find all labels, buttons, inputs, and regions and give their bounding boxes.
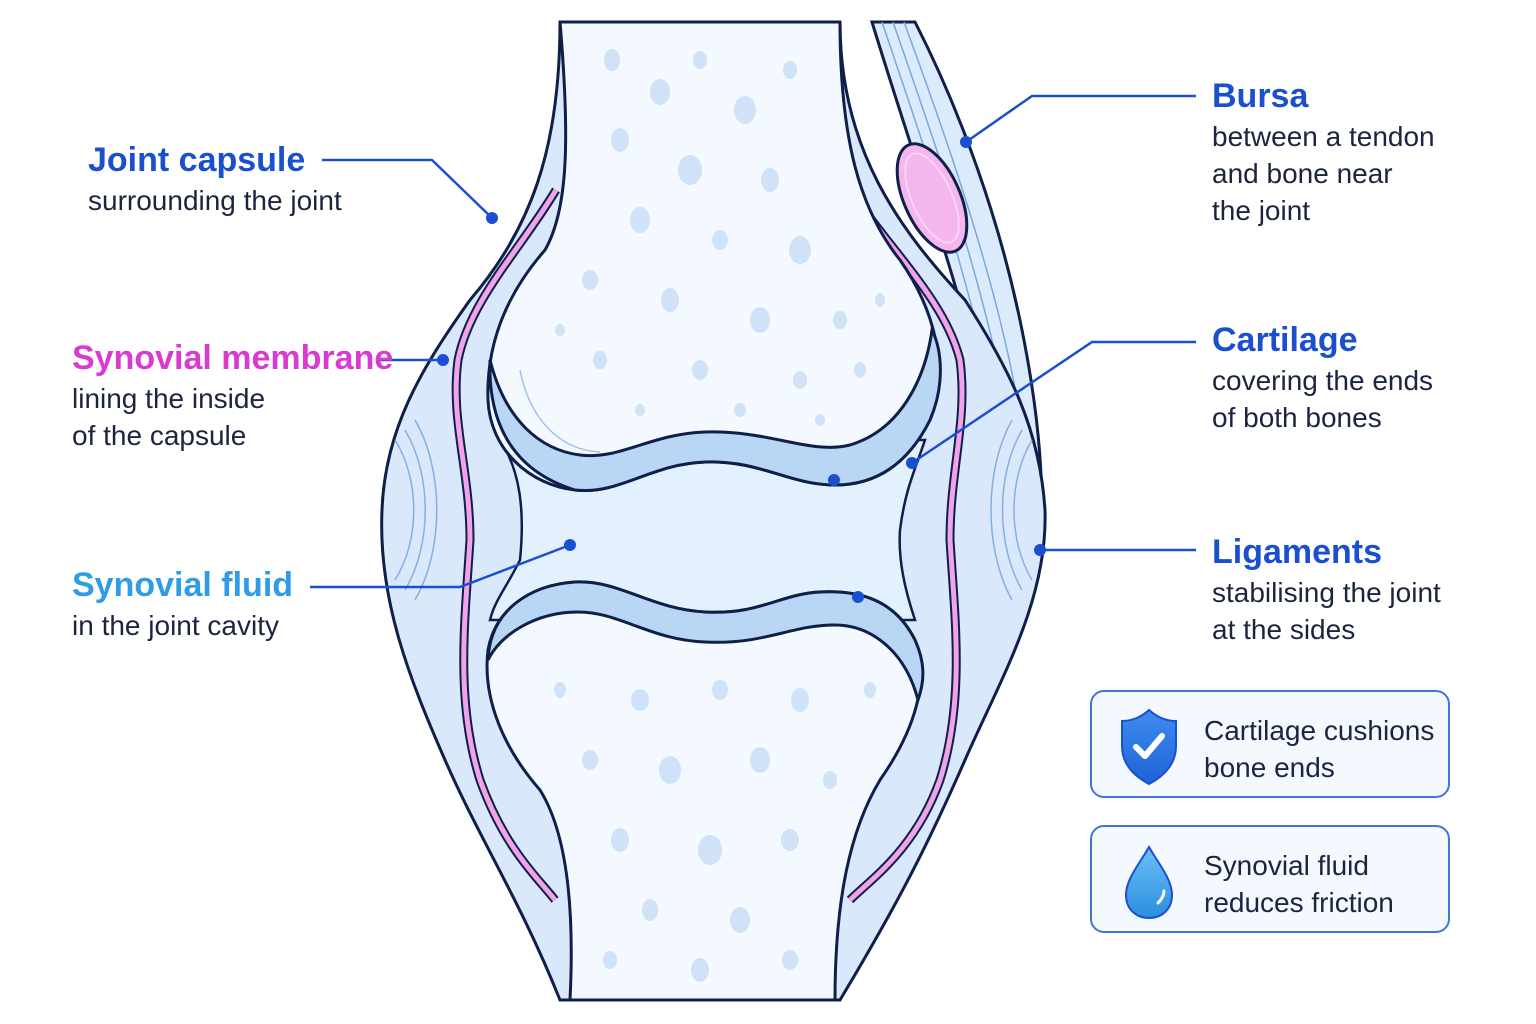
leader-cartilage xyxy=(911,340,1196,465)
synovial-fluid-title: Synovial fluid xyxy=(72,566,294,604)
leader-lines xyxy=(310,94,1196,600)
bursa xyxy=(895,142,969,254)
leader-bursa xyxy=(965,94,1196,144)
label-cartilage: Cartilage covering the ends of both bone… xyxy=(1212,320,1433,436)
bone-pores-upper xyxy=(555,49,885,426)
synovial-membrane-desc: lining the inside of the capsule xyxy=(72,383,266,451)
cartilage-desc: covering the ends of both bones xyxy=(1212,365,1434,433)
info-card-cartilage-text: Cartilage cushions bone ends xyxy=(1204,715,1435,783)
ligaments-title: Ligaments xyxy=(1212,533,1383,571)
joint-capsule-desc: surrounding the joint xyxy=(88,185,342,216)
ligaments-desc: stabilising the joint at the sides xyxy=(1212,577,1441,645)
bone-pores-lower xyxy=(554,680,876,982)
bursa-title: Bursa xyxy=(1212,77,1309,115)
synovial-membrane xyxy=(451,187,967,904)
lower-bone xyxy=(485,580,925,1002)
water-drop-icon xyxy=(1124,844,1174,920)
capsule-fibers xyxy=(394,419,1033,601)
label-synovial-membrane: Synovial membrane lining the inside of t… xyxy=(72,338,393,454)
info-card-synovial-fluid: Synovial fluid reduces friction xyxy=(1090,825,1450,933)
synovial-membrane-title: Synovial membrane xyxy=(72,339,394,377)
shield-check-icon xyxy=(1121,708,1177,786)
synovial-fluid-desc: in the joint cavity xyxy=(72,610,279,641)
info-card-synovial-fluid-text: Synovial fluid reduces friction xyxy=(1204,850,1394,918)
label-synovial-fluid: Synovial fluid in the joint cavity xyxy=(72,565,293,644)
leader-joint-capsule xyxy=(322,158,493,219)
leader-synovial-fluid xyxy=(310,543,571,589)
leader-dots xyxy=(437,136,1046,603)
label-ligaments: Ligaments stabilising the joint at the s… xyxy=(1212,532,1441,648)
joint-capsule-title: Joint capsule xyxy=(88,141,306,179)
cartilage-title: Cartilage xyxy=(1212,321,1358,359)
upper-bone xyxy=(486,20,942,493)
info-card-cartilage: Cartilage cushions bone ends xyxy=(1090,690,1450,798)
label-joint-capsule: Joint capsule surrounding the joint xyxy=(88,140,342,219)
label-bursa: Bursa between a tendon and bone near the… xyxy=(1212,76,1435,229)
bursa-desc: between a tendon and bone near the joint xyxy=(1212,121,1435,226)
